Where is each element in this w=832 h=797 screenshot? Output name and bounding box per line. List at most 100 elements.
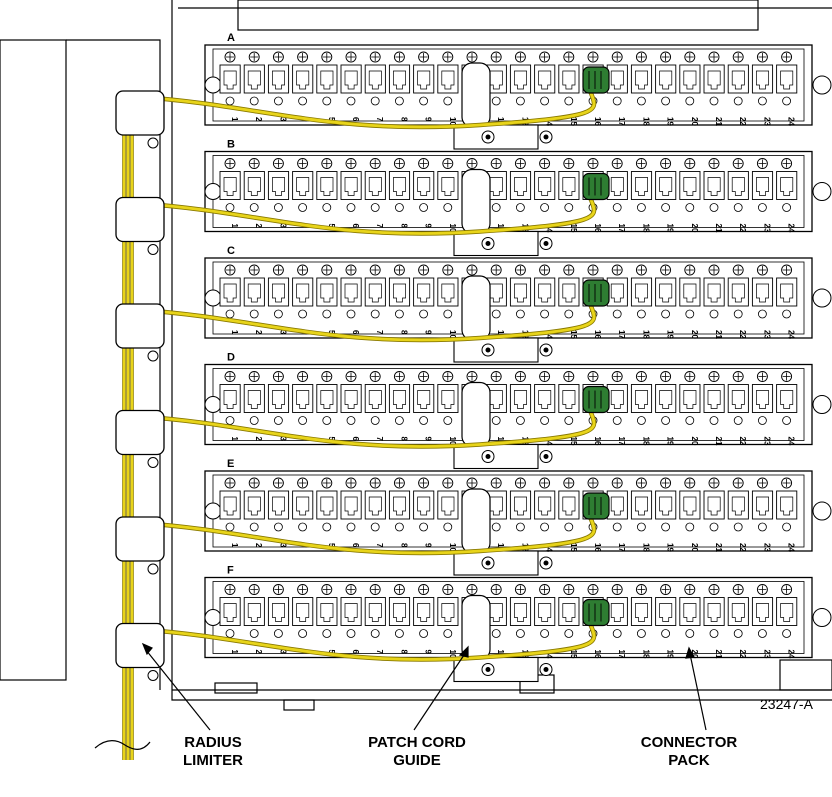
jack: 22 xyxy=(727,51,749,126)
port-number: 22 xyxy=(738,330,747,339)
port-number: 18 xyxy=(641,224,650,233)
port-number: 20 xyxy=(690,224,699,233)
jack: 6 xyxy=(340,584,362,655)
port-number: 6 xyxy=(351,330,360,335)
port-number: 17 xyxy=(617,650,626,659)
port-number: 22 xyxy=(738,543,747,552)
port-number: 19 xyxy=(666,117,675,126)
patch-cord xyxy=(139,279,610,343)
jack: 14 xyxy=(534,264,556,339)
jack: 23 xyxy=(751,51,774,126)
port-number: 6 xyxy=(351,543,360,548)
port-number: 5 xyxy=(327,543,336,548)
patch-cord-guide xyxy=(453,594,553,683)
jack: 21 xyxy=(703,584,725,659)
jack: 9 xyxy=(413,477,435,548)
leader-connector-pack xyxy=(689,653,707,731)
jack: 17 xyxy=(606,51,628,126)
port-number: 15 xyxy=(569,224,578,233)
port-number: 2 xyxy=(254,437,263,442)
port-number: 18 xyxy=(641,330,650,339)
plug xyxy=(582,598,610,627)
port-number: 14 xyxy=(545,650,554,659)
port-number: 5 xyxy=(327,650,336,655)
jack: 20 xyxy=(679,477,701,552)
callout-patch-cord-guide-line2: GUIDE xyxy=(393,752,441,769)
radius-limiter xyxy=(115,196,165,255)
jack: 19 xyxy=(655,584,677,659)
connector-panel-b: B123456789101112131415161718192021222324 xyxy=(204,139,832,257)
port-number: 22 xyxy=(738,650,747,659)
port-number: 18 xyxy=(641,117,650,126)
jack: 9 xyxy=(413,371,435,442)
port-number: 15 xyxy=(569,543,578,552)
port-number: 22 xyxy=(738,117,747,126)
jack: 6 xyxy=(340,158,362,229)
port-number: 10 xyxy=(448,650,457,659)
port-number: 14 xyxy=(545,437,554,446)
jack: 18 xyxy=(630,477,653,552)
jack: 6 xyxy=(340,51,362,122)
port-number: 16 xyxy=(593,224,602,233)
jack: 7 xyxy=(364,264,386,335)
chassis xyxy=(0,0,832,711)
port-number: 10 xyxy=(448,543,457,552)
patch-cord xyxy=(139,385,610,449)
jack: 5 xyxy=(316,264,338,335)
jack: 8 xyxy=(388,158,411,229)
jack: 18 xyxy=(630,158,653,233)
jack: 21 xyxy=(703,51,725,126)
port-number: 21 xyxy=(714,437,723,446)
port-number: 7 xyxy=(375,437,384,442)
jack: 6 xyxy=(340,371,362,442)
patch-cord xyxy=(139,172,610,236)
port-number: 5 xyxy=(327,437,336,442)
jack: 17 xyxy=(606,584,628,659)
figure-number: 23247-A xyxy=(760,696,813,712)
jack: 20 xyxy=(679,371,701,446)
jack: 24 xyxy=(776,264,798,339)
radius-limiter xyxy=(115,409,165,468)
jack: 14 xyxy=(534,477,556,552)
connector-panel-c: C123456789101112131415161718192021222324 xyxy=(204,245,832,363)
jack: 9 xyxy=(413,51,435,122)
patch-cord xyxy=(139,66,610,130)
port-number: 1 xyxy=(230,330,239,335)
port-number: 20 xyxy=(690,117,699,126)
radius-limiter xyxy=(115,90,165,149)
jack: 19 xyxy=(655,264,677,339)
row-label: A xyxy=(227,32,235,44)
jack: 22 xyxy=(727,158,749,233)
port-number: 3 xyxy=(278,650,287,655)
port-number: 17 xyxy=(617,330,626,339)
port-number: 8 xyxy=(399,224,408,229)
port-number: 8 xyxy=(399,650,408,655)
port-number: 21 xyxy=(714,224,723,233)
port-number: 17 xyxy=(617,224,626,233)
jack: 7 xyxy=(364,371,386,442)
row-label: F xyxy=(227,565,234,577)
port-number: 20 xyxy=(690,437,699,446)
jack: 9 xyxy=(413,158,435,229)
port-number: 5 xyxy=(327,224,336,229)
port-number: 19 xyxy=(666,650,675,659)
jack: 5 xyxy=(316,477,338,548)
port-number: 21 xyxy=(714,117,723,126)
jack: 24 xyxy=(776,371,798,446)
jack: 12 xyxy=(485,371,507,446)
port-number: 20 xyxy=(690,330,699,339)
leader-lines xyxy=(141,642,707,731)
port-number: 3 xyxy=(278,224,287,229)
jack: 2 xyxy=(243,51,265,122)
port-number: 22 xyxy=(738,437,747,446)
jack: 15 xyxy=(558,371,580,446)
jack: 18 xyxy=(630,371,653,446)
jack: 1 xyxy=(219,158,241,229)
jack: 10 xyxy=(437,264,459,339)
jack: 20 xyxy=(679,51,701,126)
port-number: 2 xyxy=(254,330,263,335)
port-number: 8 xyxy=(399,117,408,122)
jack: 23 xyxy=(751,371,774,446)
row-label: D xyxy=(227,352,235,364)
